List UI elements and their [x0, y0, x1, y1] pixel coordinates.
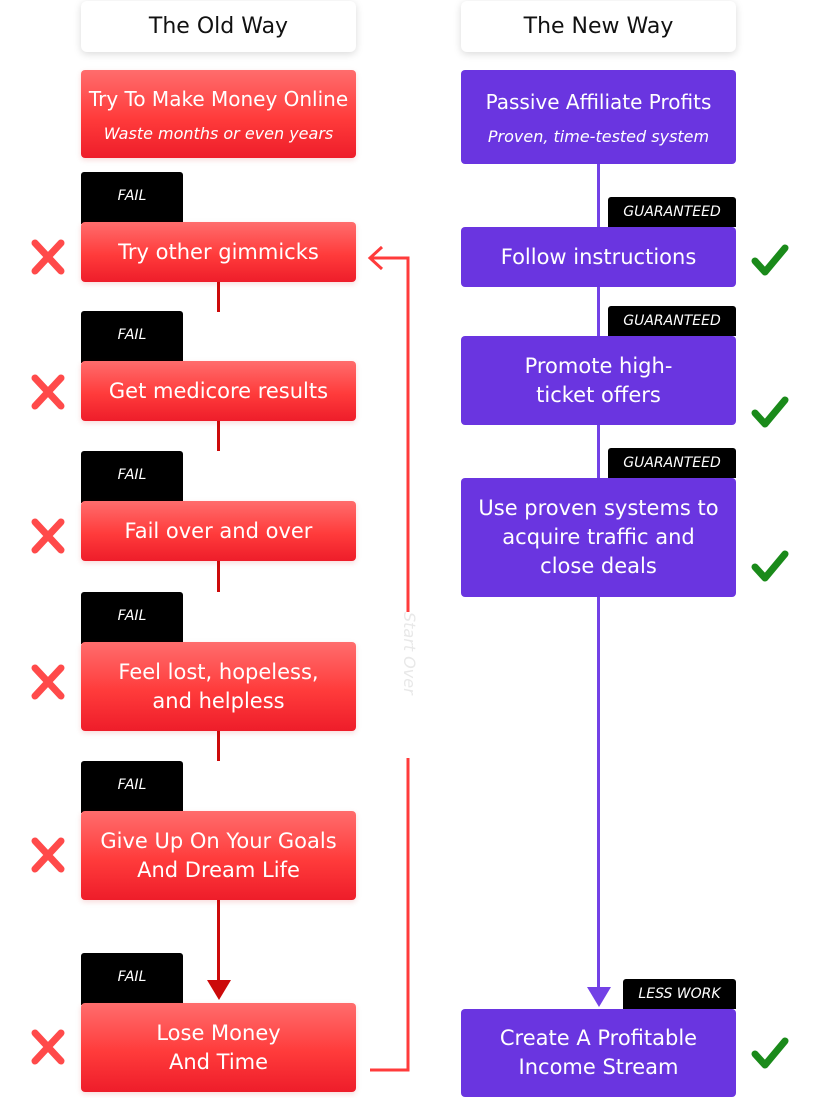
old-step-label: Feel lost, hopeless, and helpless — [118, 659, 319, 713]
old-arrow-head — [207, 980, 231, 1000]
less-work-tag: LESS WORK — [623, 979, 736, 1009]
check-icon — [751, 1037, 789, 1069]
old-way-start-subtitle: Waste months or even years — [103, 124, 334, 143]
old-connector-1 — [217, 282, 220, 312]
old-way-header: The Old Way — [81, 1, 356, 52]
old-connector-4 — [217, 731, 220, 761]
new-way-start-box: Passive Affiliate Profits Proven, time-t… — [461, 70, 736, 164]
start-over-loop — [367, 245, 410, 1072]
new-way-start-title: Passive Affiliate Profits — [485, 90, 712, 114]
new-step-label: Create A Profitable Income Stream — [499, 1026, 698, 1079]
old-step-label: Give Up On Your Goals And Dream Life — [100, 828, 337, 882]
new-step-label: Promote high- ticket offers — [524, 353, 673, 407]
guaranteed-tag: GUARANTEED — [608, 448, 736, 478]
old-step: Get medicore results — [81, 361, 356, 421]
check-icon — [751, 550, 789, 582]
new-step: Follow instructions — [461, 227, 736, 287]
new-arrow-head — [587, 987, 611, 1007]
old-step-label: Get medicore results — [108, 378, 329, 403]
cross-icon — [31, 1029, 65, 1065]
fail-tag: FAIL — [81, 311, 183, 363]
old-step-label: Lose Money And Time — [156, 1020, 281, 1074]
fail-tag: FAIL — [81, 592, 183, 644]
start-over-label: Start Over — [400, 612, 419, 695]
cross-icon — [31, 837, 65, 873]
new-way-header: The New Way — [461, 1, 736, 52]
new-way-title: The New Way — [523, 14, 674, 39]
old-step-label: Fail over and over — [124, 518, 313, 543]
old-step: Fail over and over — [81, 501, 356, 561]
guaranteed-tag: GUARANTEED — [608, 197, 736, 227]
cross-icon — [31, 374, 65, 410]
new-step-final: Create A Profitable Income Stream — [461, 1009, 736, 1097]
old-way-start-box: Try To Make Money Online Waste months or… — [81, 70, 356, 158]
old-way-start-title: Try To Make Money Online — [88, 87, 349, 111]
fail-tag: FAIL — [81, 172, 183, 224]
old-connector-3 — [217, 561, 220, 592]
new-way-start-subtitle: Proven, time-tested system — [487, 127, 710, 146]
new-step-label: Use proven systems to acquire traffic an… — [478, 496, 719, 578]
cross-icon — [31, 239, 65, 275]
old-step: Feel lost, hopeless, and helpless — [81, 642, 356, 731]
old-connector-5 — [217, 900, 220, 980]
cross-icon — [31, 518, 65, 554]
old-step: Try other gimmicks — [81, 222, 356, 282]
check-icon — [751, 396, 789, 428]
fail-tag: FAIL — [81, 761, 183, 813]
fail-tag: FAIL — [81, 451, 183, 503]
old-step-label: Try other gimmicks — [118, 239, 319, 264]
old-step: Lose Money And Time — [81, 1003, 356, 1092]
check-icon — [751, 244, 789, 276]
fail-tag: FAIL — [81, 953, 183, 1005]
guaranteed-tag: GUARANTEED — [608, 306, 736, 336]
old-connector-2 — [217, 421, 220, 451]
old-way-title: The Old Way — [148, 14, 289, 39]
cross-icon — [31, 664, 65, 700]
new-step: Promote high- ticket offers — [461, 336, 736, 425]
new-step: Use proven systems to acquire traffic an… — [461, 478, 736, 597]
old-step: Give Up On Your Goals And Dream Life — [81, 811, 356, 900]
new-step-label: Follow instructions — [500, 244, 697, 269]
